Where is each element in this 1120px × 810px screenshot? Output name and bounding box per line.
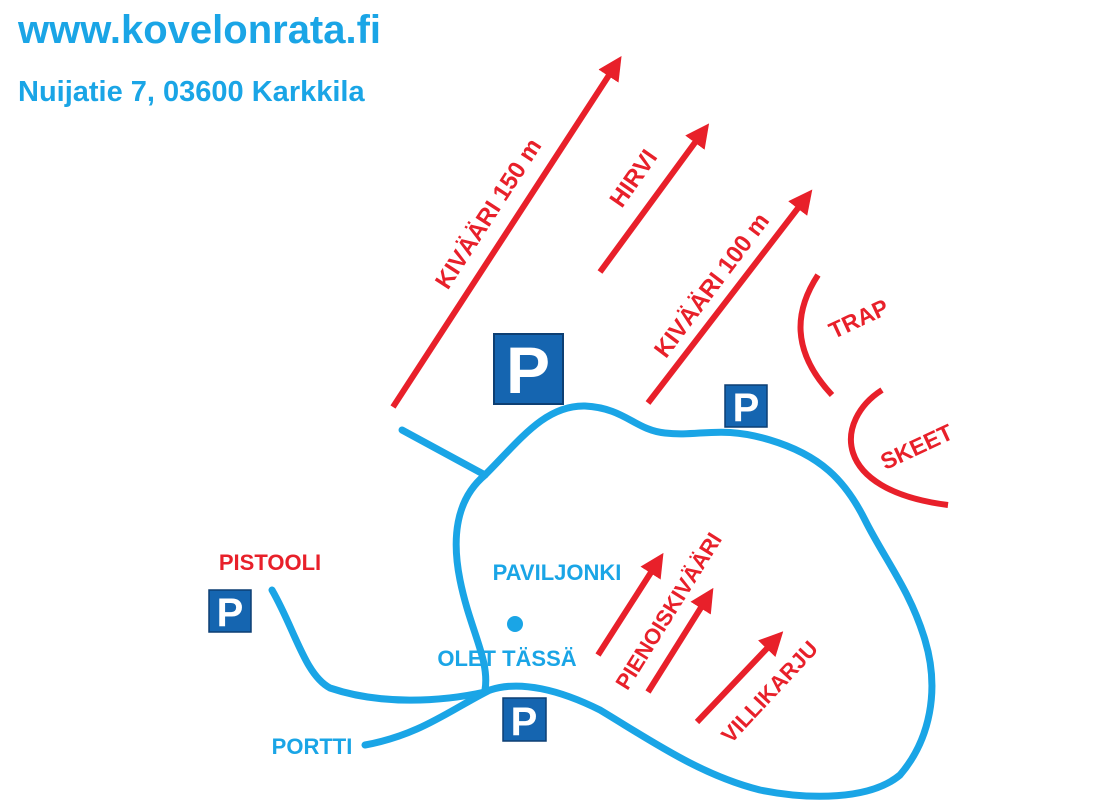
road-pistooli: [268, 586, 489, 704]
label-kivaari100: KIVÄÄRI 100 m: [649, 208, 775, 363]
label-paviljonki: PAVILJONKI: [493, 560, 622, 585]
arrow-hirvi: [597, 123, 710, 274]
road-loop: [481, 402, 936, 800]
trap-arc: [797, 273, 835, 398]
parking-sign-east: P: [724, 384, 768, 430]
svg-text:P: P: [511, 700, 538, 744]
label-kivaari150: KIVÄÄRI 150 m: [430, 134, 547, 294]
arrow-villikarju: [694, 631, 784, 725]
you-are-here-marker: [507, 616, 523, 632]
label-trap: TRAP: [825, 294, 893, 344]
roads: [268, 402, 936, 800]
svg-text:P: P: [733, 386, 760, 430]
address: Nuijatie 7, 03600 Karkkila: [18, 76, 365, 108]
road-loop-west: [452, 471, 490, 694]
parking-sign-pistooli: P: [208, 589, 252, 635]
arrow-kivaari100: [645, 189, 813, 405]
website-title[interactable]: www.kovelonrata.fi: [18, 8, 382, 52]
label-pistooli: PISTOOLI: [219, 550, 321, 575]
svg-text:P: P: [506, 333, 550, 407]
arrow-pienois-1: [595, 552, 664, 657]
label-you-are-here: OLET TÄSSÄ: [437, 646, 576, 671]
svg-text:P: P: [217, 591, 244, 635]
label-portti: PORTTI: [272, 734, 353, 759]
arrow-pienois-2: [645, 587, 714, 694]
range-arrows: [390, 55, 949, 725]
parking-sign-gate: P: [502, 697, 547, 744]
arrow-kivaari150: [390, 55, 622, 409]
skeet-arc: [848, 387, 949, 508]
label-skeet: SKEET: [876, 419, 956, 475]
parking-sign-large: P: [493, 333, 564, 407]
road-north-spur: [398, 426, 489, 479]
label-villikarju: VILLIKARJU: [716, 636, 823, 748]
